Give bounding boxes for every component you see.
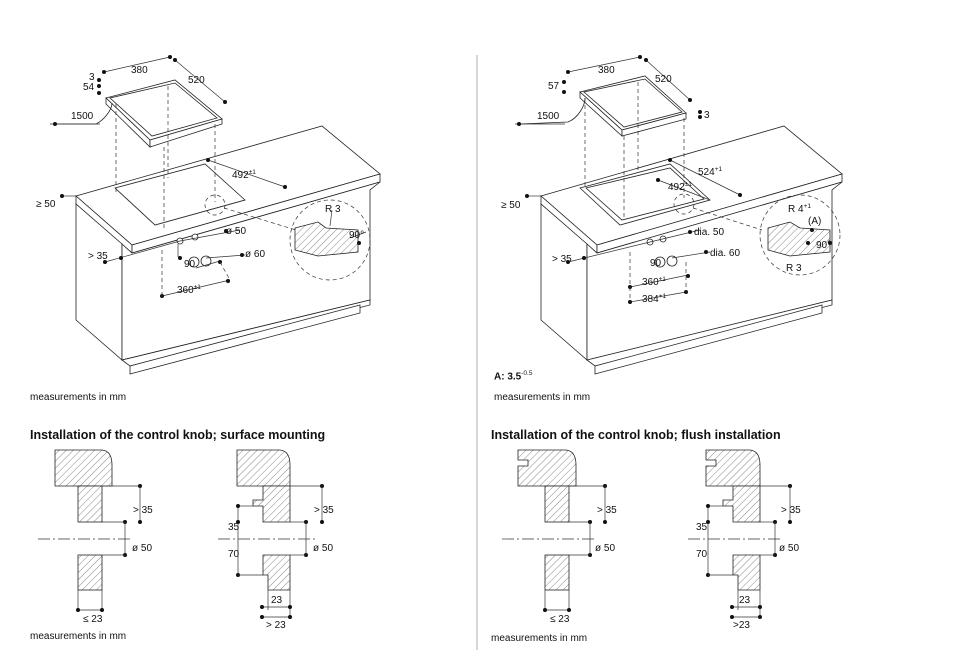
- measurements-note: measurements in mm: [30, 631, 127, 642]
- edge-profile: [294, 221, 359, 257]
- section-dim-35: 35: [228, 522, 240, 533]
- dim-hole-60: ø 60: [245, 249, 265, 260]
- section-dim-gt35: > 35: [314, 505, 334, 516]
- dim-width: 380: [131, 65, 148, 76]
- dim-thickness: 3: [704, 110, 710, 121]
- section-dim-70: 70: [696, 549, 708, 560]
- measurements-note: measurements in mm: [30, 392, 127, 403]
- section-dim-gt35: > 35: [133, 505, 153, 516]
- right-iso-drawing: [515, 55, 843, 375]
- dim-edge-distance: ≥ 50: [501, 200, 521, 211]
- section-dim-gt23: >23: [733, 620, 750, 631]
- section-dim-dia50: ø 50: [595, 543, 615, 554]
- section-dim-dia50: ø 50: [779, 543, 799, 554]
- section-dim-70: 70: [228, 549, 240, 560]
- dim-radius-r3: R 3: [786, 263, 802, 274]
- section-left-a: [38, 449, 142, 612]
- dim-cable: 1500: [71, 111, 94, 122]
- dim-height: 57: [548, 81, 560, 92]
- dim-rebate-offset: 384+1: [642, 293, 666, 305]
- dim-hole-50: ø 50: [226, 226, 246, 237]
- dim-width: 380: [598, 65, 615, 76]
- left-iso-drawing: [50, 55, 381, 375]
- dim-radius-r4: R 4+1: [788, 203, 811, 215]
- dim-cutout-depth: 492±1: [232, 169, 256, 181]
- section-dim-le23: ≤ 23: [83, 614, 103, 625]
- dim-cutout-depth: 492±1: [668, 181, 692, 193]
- dim-edge-distance: ≥ 50: [36, 199, 56, 210]
- dim-angle: 90°: [816, 240, 831, 251]
- section-dim-gt23: > 23: [266, 620, 286, 631]
- edge-detail-circle: [289, 199, 371, 281]
- section-dim-35: 35: [696, 522, 708, 533]
- dim-rebate-depth: 524+1: [698, 166, 722, 178]
- section-title: Installation of the control knob; flush …: [491, 428, 781, 442]
- dim-knob-offset: 360±1: [177, 284, 201, 296]
- section-dim-23: 23: [739, 595, 751, 606]
- section-dim-23: 23: [271, 595, 283, 606]
- dim-gt35: > 35: [552, 254, 572, 265]
- section-dim-dia50: ø 50: [132, 543, 152, 554]
- section-title: Installation of the control knob; surfac…: [30, 428, 326, 442]
- section-right-b: [688, 449, 792, 619]
- section-right-a: [502, 449, 607, 612]
- dim-depth: 520: [188, 75, 205, 86]
- measurements-note: measurements in mm: [491, 633, 588, 644]
- dim-hole-50: dia. 50: [694, 227, 724, 238]
- section-left-b: [218, 449, 324, 619]
- a-dimension-note: A: 3.5-0.5: [494, 370, 533, 383]
- dim-hole-60: dia. 60: [710, 248, 740, 259]
- section-dim-gt35: > 35: [597, 505, 617, 516]
- dim-knob-spacing: 90: [184, 259, 196, 270]
- dim-height: 54: [83, 82, 95, 93]
- measurements-note: measurements in mm: [494, 392, 591, 403]
- dim-thickness: 3: [89, 72, 95, 83]
- dim-knob-offset: 360±1: [642, 276, 666, 288]
- section-dim-dia50: ø 50: [313, 543, 333, 554]
- dim-a-marker: (A): [808, 216, 821, 227]
- dim-knob-spacing: 90: [650, 258, 662, 269]
- section-dim-gt35: > 35: [781, 505, 801, 516]
- dim-gt35: > 35: [88, 251, 108, 262]
- edge-detail-circle: [759, 194, 841, 276]
- section-dim-le23: ≤ 23: [550, 614, 570, 625]
- dim-depth: 520: [655, 74, 672, 85]
- dim-angle: 90°: [349, 230, 364, 241]
- dim-cable: 1500: [537, 111, 560, 122]
- dim-radius: R 3: [325, 204, 341, 215]
